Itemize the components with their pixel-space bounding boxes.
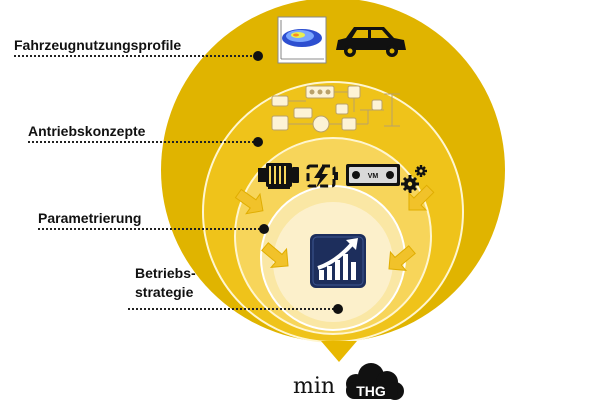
cloud-icon [346, 363, 404, 400]
leader-dots [253, 51, 343, 314]
heatmap-plot-icon [277, 16, 327, 64]
arrow-left-upper [234, 188, 264, 215]
converging-arrows [234, 184, 435, 272]
engine-icon-label: VM [368, 173, 379, 180]
thg-text: THG [356, 383, 386, 399]
arrow-right-lower [388, 245, 416, 272]
label-fahrzeugnutzungsprofile: Fahrzeugnutzungsprofile [14, 37, 182, 53]
arrow-right-upper [408, 184, 435, 211]
battery-charge-icon [306, 164, 338, 188]
result-triangle [321, 341, 357, 362]
electric-motor-icon [258, 163, 299, 189]
min-text: min [293, 374, 336, 399]
leader-dot-strategie [333, 304, 343, 314]
label-betriebsstrategie-line1: Betriebs- [135, 265, 196, 281]
label-parametrierung: Parametrierung [38, 210, 142, 226]
powertrain-schematic-icon [271, 85, 400, 133]
car-icon [336, 27, 406, 57]
label-betriebsstrategie-line2: strategie [135, 284, 194, 300]
label-antriebskonzepte: Antriebskonzepte [28, 123, 146, 139]
arrow-left-lower [261, 242, 289, 269]
gears-icon [401, 165, 427, 193]
leader-dot-parametrierung [259, 224, 269, 234]
leader-dot-fahrzeug [253, 51, 263, 61]
growth-chart-icon [310, 234, 366, 288]
leader-lines [14, 55, 336, 310]
engine-icon: VM [346, 164, 400, 186]
leader-dot-antrieb [253, 137, 263, 147]
